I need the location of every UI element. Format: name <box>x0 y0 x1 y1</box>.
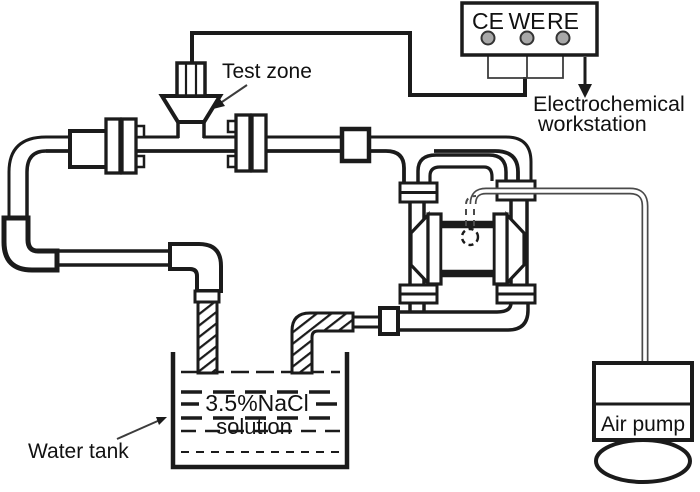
workstation-label-line1: Electrochemical <box>533 92 685 116</box>
pump-chamber-left <box>409 210 430 288</box>
solution-label-line1: 3.5%NaCl <box>205 390 309 416</box>
main-pipe-loop <box>7 135 533 218</box>
air-pump-label: Air pump <box>601 413 685 436</box>
pipe-bottom-edge-left <box>46 149 406 183</box>
air-tube-dashed-1 <box>465 195 477 226</box>
bottom-pipe-top-edge <box>398 302 513 314</box>
pump-flange-br-2 <box>495 292 537 305</box>
test-zone-plug <box>175 61 207 98</box>
water-tank-label: Water tank <box>28 440 129 463</box>
pump-plate-right <box>492 212 509 286</box>
test-zone-arrowhead <box>213 99 225 109</box>
elbow-fitting-left <box>1 215 60 273</box>
air-pump-box <box>592 361 694 442</box>
elbow-fitting-down <box>168 242 223 293</box>
water-tank: 3.5%NaCl solution Water tank <box>28 352 350 470</box>
workstation-label-line2: workstation <box>537 112 647 136</box>
flange-left-plate-2 <box>120 117 138 175</box>
coupling-block-mid <box>339 126 372 164</box>
coupling-small <box>378 306 400 336</box>
water-tank-arrowhead <box>156 417 167 425</box>
coupling-block-left <box>68 129 112 169</box>
pump-body <box>439 220 496 278</box>
test-zone: Test zone <box>158 60 312 149</box>
terminal-label-re: RE <box>547 8 579 34</box>
pump-air-port <box>460 227 480 247</box>
hose-bent <box>290 311 355 375</box>
hose-left <box>196 300 219 375</box>
diaphragm-pump <box>398 179 537 305</box>
pump-flange-bl-2 <box>398 292 439 305</box>
bottom-pipe-bottom-edge <box>398 303 530 332</box>
terminal-bus-wire <box>487 47 564 79</box>
terminal-label-we: WE <box>508 8 545 34</box>
water-tank-arrow <box>116 419 161 440</box>
pump-chamber-right <box>505 210 526 288</box>
pump-arch-outer <box>416 153 508 183</box>
electrochemical-workstation: CE WE RE Electrochemical workstation <box>460 1 685 136</box>
air-line <box>460 187 656 385</box>
left-return-loop <box>1 215 223 304</box>
pump-bottom-piping <box>353 302 530 336</box>
flange-right-plate-2 <box>250 113 268 173</box>
hoses <box>196 300 355 375</box>
pipe-inner-left-edge <box>25 149 47 218</box>
test-zone-funnel <box>158 94 224 124</box>
workstation-pointer-arrowhead <box>578 84 592 98</box>
flange-right-plate-1 <box>234 113 252 173</box>
workstation-box <box>460 1 599 57</box>
terminal-post-ce <box>480 30 496 46</box>
hose-collar <box>193 289 221 304</box>
terminal-post-re <box>555 30 571 46</box>
pipe-top-edge <box>7 135 533 218</box>
tank-walls <box>170 352 350 470</box>
signal-wire <box>190 31 527 97</box>
pump-flange-tl-2 <box>398 191 439 204</box>
pipe-couplings <box>68 113 372 175</box>
air-pump: Air pump <box>592 361 694 484</box>
terminal-label-ce: CE <box>472 8 504 34</box>
test-zone-arrow <box>218 84 248 105</box>
test-zone-label: Test zone <box>222 60 312 83</box>
terminal-post-we <box>519 30 535 46</box>
pipe-bottom-edge-right <box>434 149 520 181</box>
tee-erase <box>179 129 203 149</box>
air-pump-base <box>594 438 692 484</box>
pump-arch-inner <box>428 165 494 183</box>
pump-plate-left <box>426 212 443 286</box>
flange-left-plate-1 <box>104 117 122 175</box>
